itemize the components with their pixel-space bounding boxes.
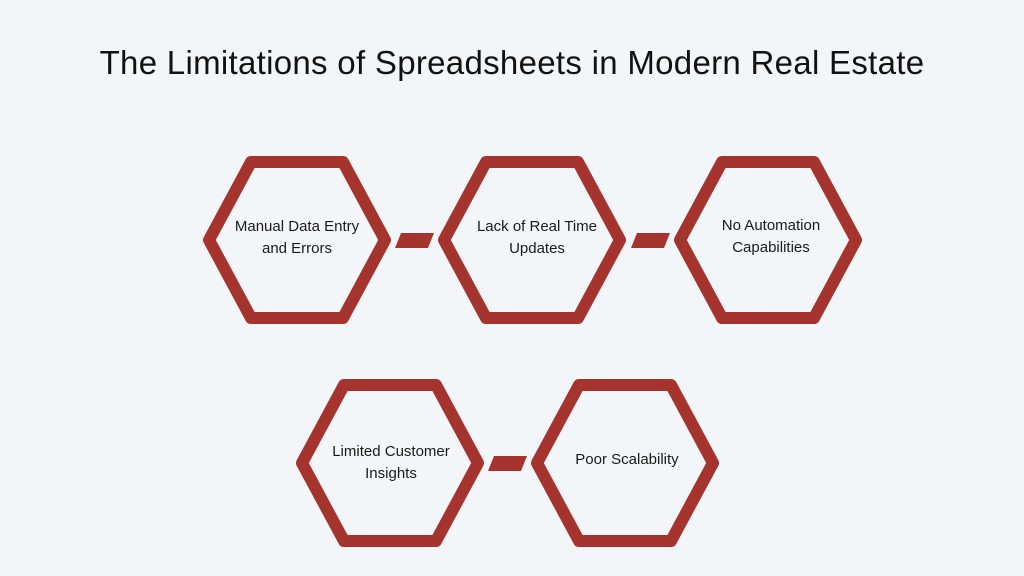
connector [488,456,527,471]
node-label: Lack of Real Time Updates [476,218,598,257]
hexagon-node [203,156,391,324]
hexagon-node [674,156,862,324]
node-label: No Automation Capabilities [721,217,821,256]
hexagon-node [438,156,626,324]
connector [631,233,670,248]
connector [395,233,434,248]
page-title: The Limitations of Spreadsheets in Moder… [99,44,925,81]
node-label: Poor Scalability [575,451,679,468]
hexagon-node [296,379,484,547]
node-label: Manual Data Entry and Errors [234,218,360,257]
hexagon-node [531,379,719,547]
node-label: Limited Customer Insights [332,443,450,482]
